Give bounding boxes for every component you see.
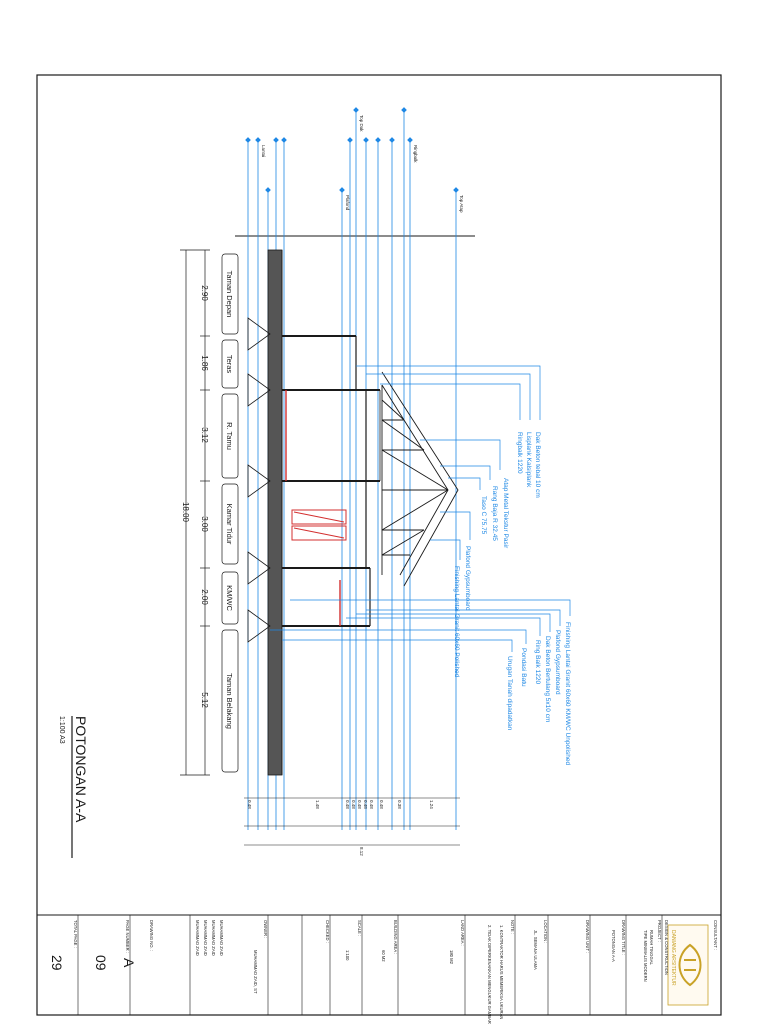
checked-label: CHECKED : xyxy=(325,920,330,943)
notes-label: NOTE : xyxy=(510,920,515,934)
owner-value: MUHAMMAD ZAID, ST xyxy=(253,950,258,994)
walls xyxy=(282,335,380,627)
title-block: CONSULTANT : DANIANG ARSITEKTUR DESIGN &… xyxy=(49,915,718,1024)
total-length-dim: 18.00 xyxy=(181,502,190,523)
owner-label: OWNER : xyxy=(263,920,268,938)
room-label: Teras xyxy=(225,355,234,374)
bottom-dim: 1.48 xyxy=(315,800,320,809)
level-label: Lantai xyxy=(261,145,266,157)
span-dim: 3.12 xyxy=(200,427,209,443)
drawing-unit-label: DRAWING UNIT : xyxy=(585,920,590,953)
room-tags xyxy=(221,253,239,773)
note-item: 1. KONTRAKTOR HARUS MEMERIKSA UKURAN xyxy=(499,925,504,1019)
drawing-title-value: POTONGAN A-A xyxy=(611,930,616,962)
consultant-label: CONSULTANT : xyxy=(713,920,718,950)
project-value: RUMAH TINGGAL xyxy=(649,930,654,965)
location-value: JL. SEMANA ULAMA xyxy=(533,930,538,970)
scale-value: 1:100 xyxy=(345,950,350,961)
drawing-no-label: DRAWING NO. : xyxy=(149,920,154,951)
level-label: Top Dak xyxy=(359,115,364,132)
room-label: Taman Depan xyxy=(225,271,234,318)
building-area-value: 60 M2 xyxy=(381,950,386,962)
page-number-label: PAGE NUMBER : xyxy=(125,920,130,953)
name-entry: MUHAMMAD ZAID xyxy=(211,920,216,956)
span-dim: 2.90 xyxy=(200,285,209,301)
callout-leaders-upper xyxy=(356,365,541,560)
section-title: POTONGAN A-A xyxy=(73,716,89,823)
callout-label: Plafond Gypsumboard xyxy=(464,546,471,611)
drawing-title-label: DRAWING TITLE : xyxy=(621,920,626,955)
span-dim: 3.00 xyxy=(200,516,209,532)
span-dim: 2.00 xyxy=(200,589,209,605)
callout-leaders-lower xyxy=(270,599,571,652)
callout-label: Atap Metal Tekstur Pasir xyxy=(502,478,509,549)
callout-label: Dak Beton tebal 10 cm xyxy=(534,432,541,498)
bottom-dim: 1.24 xyxy=(429,800,434,809)
project-sub: TIPE MINIMALIS MODERN xyxy=(643,930,648,982)
level-diamonds xyxy=(245,107,459,193)
name-entry: MUHAMMAD ZAID xyxy=(219,920,224,956)
span-dim: 1.86 xyxy=(200,355,209,371)
foundation-footings xyxy=(247,317,271,643)
bottom-dim: 0.48 xyxy=(369,800,374,809)
room-label: R. Tamu xyxy=(225,422,234,450)
callout-label: Ring Balk 1220 xyxy=(534,640,541,684)
callout-label: Finishing Lantai Granit 60x60 KM/WC Unpo… xyxy=(564,622,571,765)
bottom-dim: 8.12 xyxy=(359,847,364,856)
logo-sub: DESIGN & CONSTRUCTION xyxy=(664,920,669,975)
location-label: LOCATION : xyxy=(543,920,548,943)
bottom-dim: 0.48 xyxy=(357,800,362,809)
landarea-value: 180 M2 xyxy=(449,950,454,965)
dimension-chain xyxy=(180,249,210,776)
room-label: KM/WC xyxy=(225,585,234,611)
building-area-label: BUILDING AREA : xyxy=(393,920,398,954)
callout-label: Rang Baja R 32.45 xyxy=(491,486,498,541)
name-entry: MUHAMMAD ZAID xyxy=(203,920,208,956)
name-entry: MUHAMMAD ZAID xyxy=(195,920,200,956)
sheet-letter: A xyxy=(121,958,137,968)
door-elevation xyxy=(291,509,347,541)
callout-label: Pondasi Batu xyxy=(520,648,527,687)
note-item: 2. TIDAK DIPERKENANKAN MENGUKUR GAMBAR xyxy=(487,925,492,1024)
callout-label: Lisplank Kalsiplank xyxy=(525,432,532,488)
company-logo: DANIANG ARSITEKTUR xyxy=(667,924,709,1006)
bottom-dim: 0.38 xyxy=(397,800,402,809)
bottom-dim: 0.48 xyxy=(363,800,368,809)
total-page-label: TOTAL PAGE : xyxy=(73,920,78,948)
page-number: 09 xyxy=(93,955,109,971)
landarea-label: LAND AREA : xyxy=(460,920,465,946)
section-drawing: Top Atap Ringbalk Top Dak Plafond Lantai… xyxy=(58,107,571,858)
room-label: Kamar Tidur xyxy=(225,504,234,545)
bottom-dimension xyxy=(244,797,460,846)
project-label: PROJECT : xyxy=(657,920,662,942)
section-scale: 1:100 A3 xyxy=(58,716,65,744)
bottom-dim: 0.48 xyxy=(351,800,356,809)
callout-label: Urugan Tanah dipadatkan xyxy=(506,656,513,731)
bottom-dim: 0.48 xyxy=(247,800,252,809)
callout-label: Plafond Gypsumboard xyxy=(554,630,561,695)
level-label: Plafond xyxy=(345,195,350,211)
span-dim: 5.12 xyxy=(200,692,209,708)
scale-label: SCALE : xyxy=(357,920,362,936)
level-label: Ringbalk xyxy=(413,145,418,163)
foundation-slab xyxy=(267,249,283,776)
callout-label: Finishing Lantai Granit 60x60 Polished xyxy=(453,566,460,678)
callout-label: Dak Beton Bertulang 5x10 cm xyxy=(544,636,551,722)
bottom-dim: 0.48 xyxy=(345,800,350,809)
roof-truss xyxy=(381,371,459,587)
logo-text: DANIANG ARSITEKTUR xyxy=(670,930,676,986)
level-label: Top Atap xyxy=(459,195,464,213)
room-label: Taman Belakang xyxy=(225,673,234,729)
sheet-border xyxy=(36,74,722,1016)
bottom-dim: 0.48 xyxy=(379,800,384,809)
callout-label: Ringbalk 1220 xyxy=(516,432,523,474)
total-page: 29 xyxy=(49,955,65,971)
callout-label: Taso C 75.75 xyxy=(480,496,487,535)
